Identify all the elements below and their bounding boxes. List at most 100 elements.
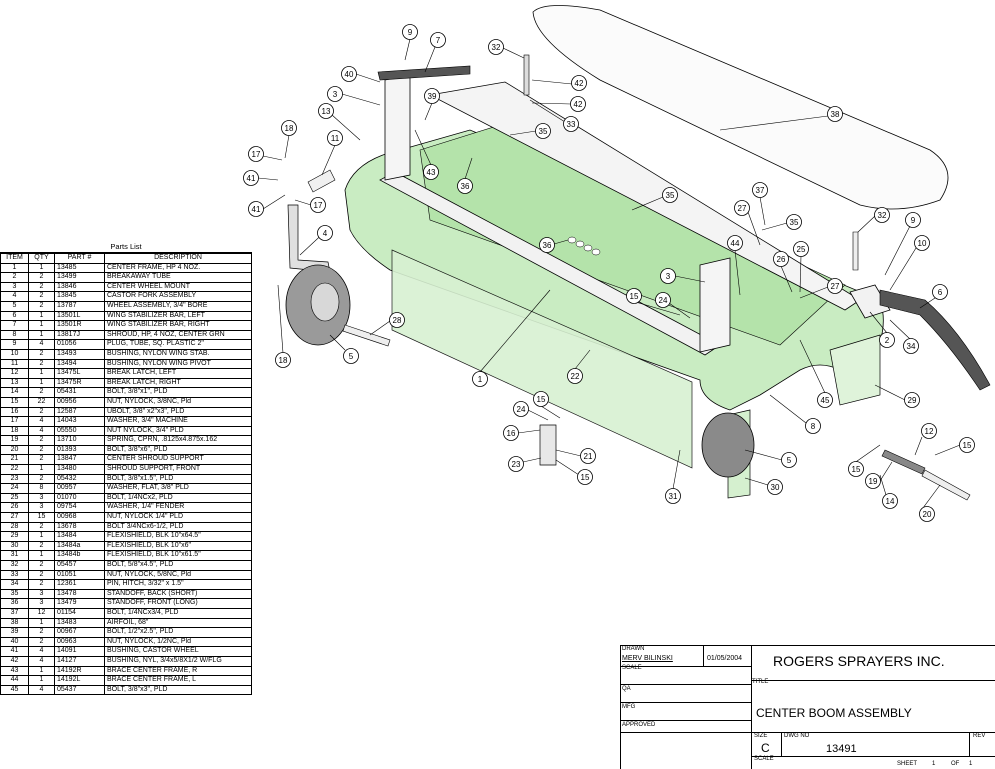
rev-label: REV bbox=[973, 733, 986, 739]
item-cell: 20 bbox=[0, 444, 29, 456]
scale-label-2: SCALE bbox=[754, 756, 774, 762]
callout-balloon: 17 bbox=[248, 146, 264, 162]
part-number-cell: 13480 bbox=[54, 464, 105, 475]
part-number-cell: 05457 bbox=[54, 560, 105, 571]
callout-number: 23 bbox=[512, 460, 521, 469]
description-cell: BREAK LATCH, LEFT bbox=[104, 368, 252, 379]
callout-circle bbox=[503, 425, 519, 441]
callout-circle bbox=[318, 103, 334, 119]
qty-cell: 3 bbox=[28, 502, 55, 514]
description-cell: WASHER, FLAT, 3/8" PLD bbox=[104, 483, 252, 494]
part-number-cell: 13475L bbox=[54, 368, 105, 379]
description-cell: FLEXISHIELD, BLK 10"x64.5" bbox=[104, 531, 252, 542]
part-number-cell: 13787 bbox=[54, 300, 105, 312]
callout-circle bbox=[665, 488, 681, 504]
callout-number: 26 bbox=[777, 255, 786, 264]
qty-cell: 2 bbox=[28, 444, 55, 456]
callout-circle bbox=[317, 225, 333, 241]
qty-cell: 1 bbox=[28, 320, 55, 331]
qty-cell: 2 bbox=[28, 300, 55, 312]
parts-header-row: ITEM QTY PART # DESCRIPTION bbox=[0, 253, 252, 264]
callout-number: 43 bbox=[427, 168, 436, 177]
callout-balloon: 23 bbox=[508, 456, 524, 472]
callout-balloon: 43 bbox=[423, 164, 439, 180]
callout-circle bbox=[472, 371, 488, 387]
qty-cell: 2 bbox=[28, 627, 55, 638]
callout-balloon: 29 bbox=[904, 392, 920, 408]
description-cell: CENTER FRAME, HP 4 NOZ. bbox=[104, 262, 252, 274]
description-cell: NUT, NYLOCK, 5/8NC, Pld bbox=[104, 569, 252, 581]
qty-cell: 3 bbox=[28, 492, 55, 504]
callout-number: 20 bbox=[923, 510, 932, 519]
title-block: DRAWN MERV BILINSKI 01/05/2004 ROGERS SP… bbox=[620, 645, 995, 769]
part-number-cell: 01393 bbox=[54, 444, 105, 456]
callout-number: 5 bbox=[787, 456, 792, 465]
qty-cell: 1 bbox=[28, 550, 55, 561]
header-item: ITEM bbox=[0, 253, 29, 264]
callout-circle bbox=[727, 235, 743, 251]
part-number-cell: 12587 bbox=[54, 406, 105, 418]
part-number-cell: 13475R bbox=[54, 377, 105, 389]
qty-cell: 1 bbox=[28, 377, 55, 389]
part-number-cell: 13501R bbox=[54, 320, 105, 331]
description-cell: BOLT, 3/8"x3", PLD bbox=[104, 684, 252, 696]
callout-circle bbox=[882, 493, 898, 509]
item-cell: 4 bbox=[0, 291, 29, 302]
callout-number: 14 bbox=[886, 497, 895, 506]
callout-balloons: 1233455678991011121314151515151516171718… bbox=[243, 24, 975, 522]
callout-circle bbox=[248, 146, 264, 162]
callout-number: 11 bbox=[331, 134, 340, 143]
qty-cell: 4 bbox=[28, 655, 55, 667]
qty-cell: 2 bbox=[28, 521, 55, 533]
callout-number: 6 bbox=[938, 288, 943, 297]
description-cell: CASTOR FORK ASSEMBLY bbox=[104, 291, 252, 302]
callout-number: 41 bbox=[252, 205, 261, 214]
description-cell: AIRFOIL, 68" bbox=[104, 617, 252, 629]
callout-number: 17 bbox=[252, 150, 261, 159]
callout-number: 42 bbox=[575, 79, 584, 88]
callout-balloon: 24 bbox=[513, 401, 529, 417]
callout-number: 32 bbox=[878, 211, 887, 220]
callout-number: 8 bbox=[811, 422, 816, 431]
qty-cell: 1 bbox=[28, 310, 55, 322]
callout-circle bbox=[281, 120, 297, 136]
callout-circle bbox=[513, 401, 529, 417]
part-number-cell: 05431 bbox=[54, 387, 105, 398]
bolt-32-right bbox=[852, 231, 859, 271]
description-cell: BOLT, 3/8"x1.5", PLD bbox=[104, 473, 252, 485]
callout-balloon: 35 bbox=[535, 123, 551, 139]
description-cell: FLEXISHIELD, BLK 10"x61.5" bbox=[104, 550, 252, 561]
scale-label: SCALE bbox=[622, 665, 642, 671]
callout-number: 38 bbox=[831, 110, 840, 119]
part-number-cell: 13479 bbox=[54, 598, 105, 609]
item-cell: 37 bbox=[0, 607, 29, 619]
castor-fork bbox=[287, 204, 331, 273]
right-wheel-mount bbox=[699, 257, 731, 353]
part-number-cell: 14091 bbox=[54, 646, 105, 657]
callout-circle bbox=[248, 201, 264, 217]
part-number-cell: 13499 bbox=[54, 272, 105, 283]
callout-balloon: 41 bbox=[243, 170, 259, 186]
callout-number: 27 bbox=[831, 282, 840, 291]
item-cell: 3 bbox=[0, 281, 29, 293]
callout-circle bbox=[580, 448, 596, 464]
callout-balloon: 42 bbox=[571, 75, 587, 91]
callout-balloon: 5 bbox=[343, 348, 359, 364]
callout-circle bbox=[879, 332, 895, 348]
callout-balloon: 32 bbox=[874, 207, 890, 223]
description-cell: WING STABILIZER BAR, LEFT bbox=[104, 310, 252, 322]
bolt-20 bbox=[921, 469, 971, 501]
description-cell: BOLT, 1/2"x2.5", PLD bbox=[104, 627, 252, 638]
item-cell: 39 bbox=[0, 627, 29, 638]
item-cell: 36 bbox=[0, 598, 29, 609]
callout-circle bbox=[402, 24, 418, 40]
callout-balloon: 35 bbox=[786, 214, 802, 230]
callout-balloon: 31 bbox=[665, 488, 681, 504]
callout-balloon: 22 bbox=[567, 368, 583, 384]
